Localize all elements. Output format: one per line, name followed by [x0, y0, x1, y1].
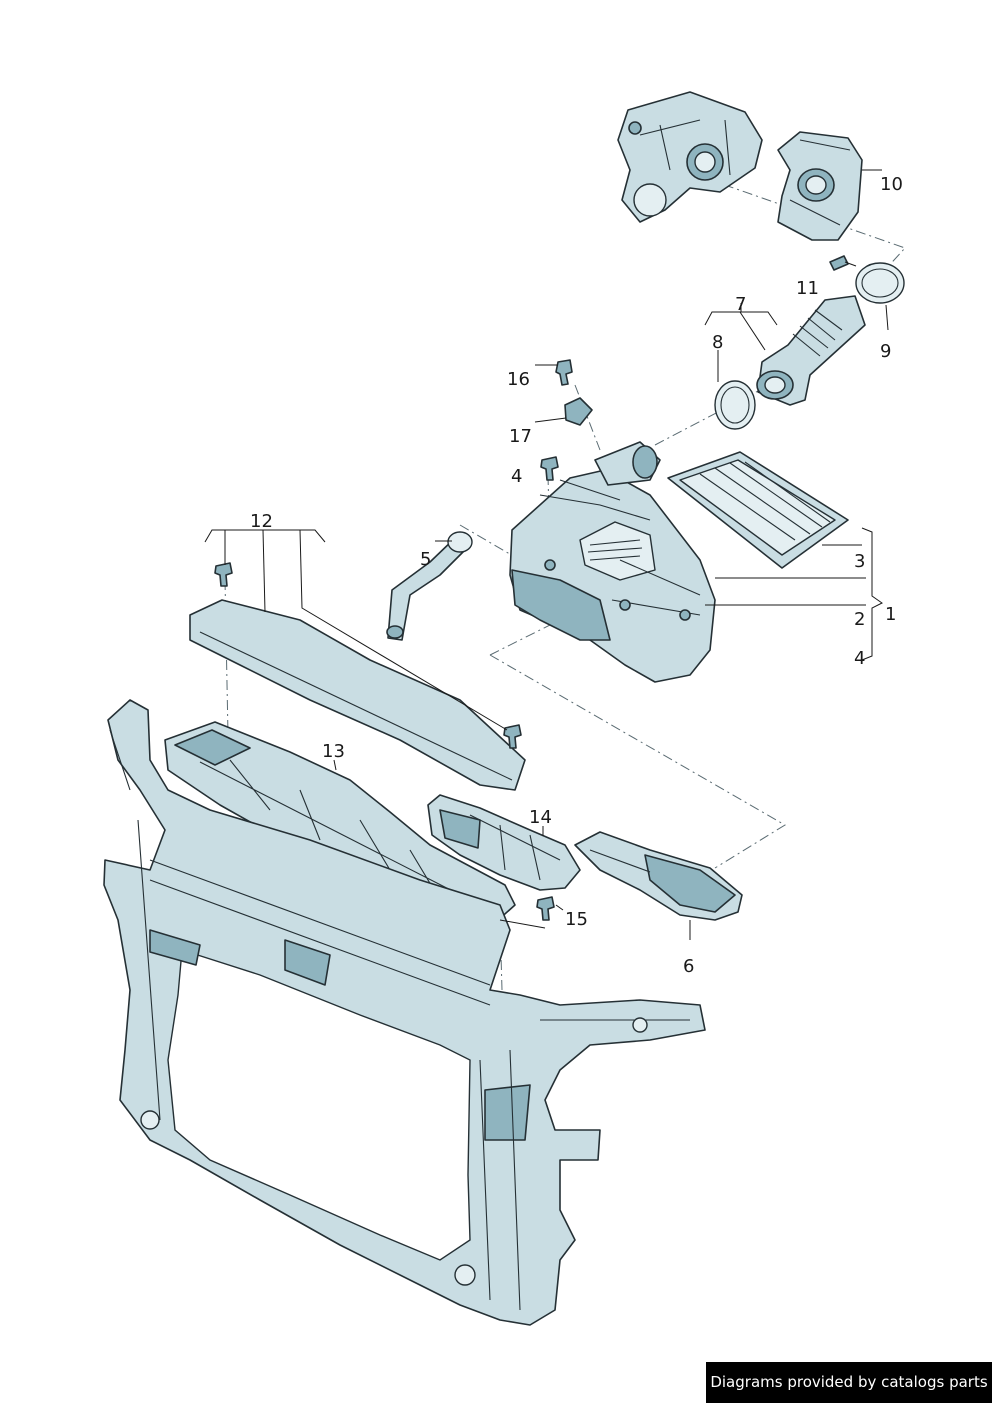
callout-3: 3: [854, 551, 865, 572]
intake-hose-7: [756, 295, 866, 406]
screw-16: [555, 359, 573, 386]
callout-1: 1: [885, 604, 896, 625]
filter-element-3: [667, 451, 849, 569]
lock-carrier-frame: [103, 699, 706, 1326]
callout-6: 6: [683, 956, 694, 977]
callout-11: 11: [796, 278, 819, 299]
callout-14: 14: [529, 807, 552, 828]
callout-13: 13: [322, 741, 345, 762]
callout-4b: 4: [854, 648, 865, 669]
callout-16: 16: [507, 369, 530, 390]
inlet-duct-6: [574, 831, 743, 921]
callout-15: 15: [565, 909, 588, 930]
callout-10: 10: [880, 174, 903, 195]
cover-12: [189, 599, 526, 791]
callout-5: 5: [420, 549, 431, 570]
screw-12a: [214, 562, 233, 587]
callout-8: 8: [712, 332, 723, 353]
callout-9: 9: [880, 341, 891, 362]
drain-hose-5: [386, 531, 473, 641]
callout-17: 17: [509, 426, 532, 447]
intake-snorkel-14: [427, 794, 581, 891]
screw-11: [829, 255, 849, 271]
hose-clamp-9: [855, 262, 905, 304]
callout-2: 2: [854, 609, 865, 630]
intake-elbow-10: [777, 131, 863, 241]
sensor-17: [564, 397, 593, 426]
screw-12b: [503, 724, 522, 749]
callout-4a: 4: [511, 466, 522, 487]
callout-7: 7: [735, 294, 746, 315]
air-filter-housing: [509, 441, 716, 683]
screw-15: [536, 896, 555, 921]
hose-clamp-8: [714, 380, 756, 430]
callout-labels: 10 11 9 7 8 16 17 4 3 2 1 4 5 12 13 14 1…: [250, 174, 903, 977]
leader-lines: [204, 169, 889, 940]
callout-12: 12: [250, 511, 273, 532]
credit-banner: Diagrams provided by catalogs parts: [706, 1362, 992, 1403]
screw-4: [540, 456, 559, 481]
throttle-body: [617, 91, 763, 223]
